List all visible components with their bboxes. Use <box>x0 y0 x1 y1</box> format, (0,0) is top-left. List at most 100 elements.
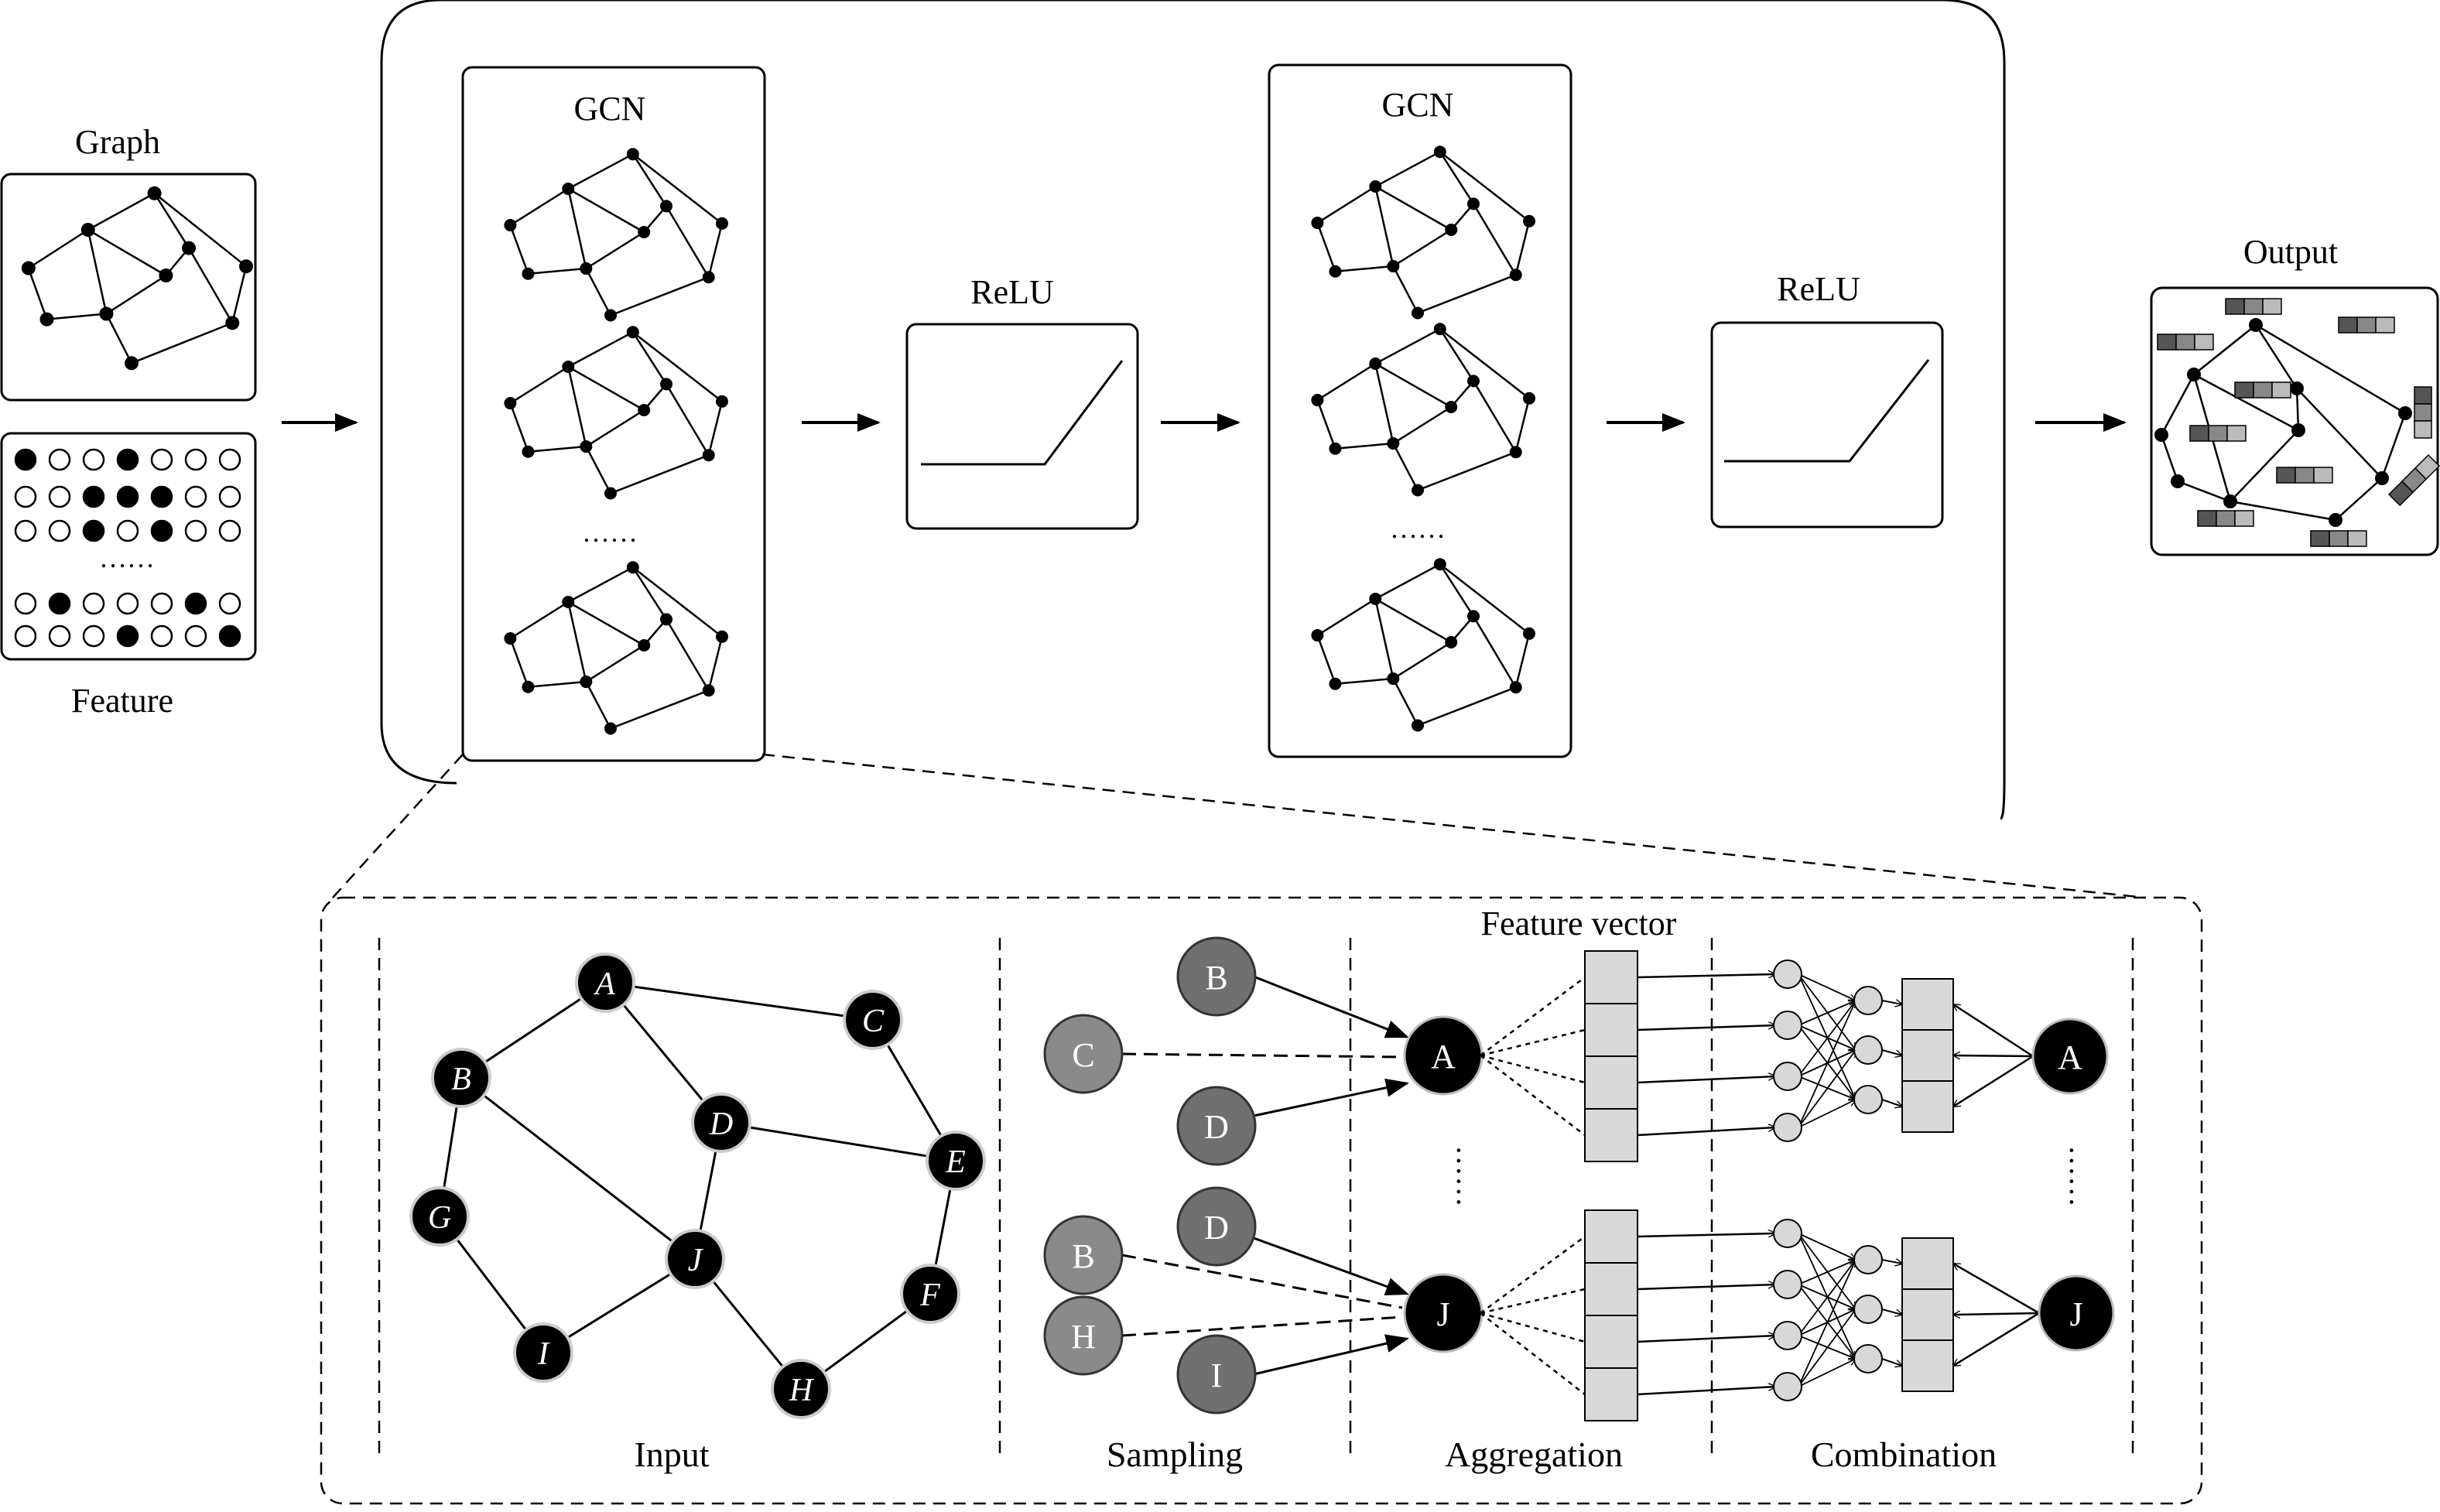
feature-cell-empty <box>14 519 37 542</box>
neuron-link <box>1798 1100 1856 1128</box>
graph-edge <box>1439 563 1530 635</box>
graph-edge <box>1392 405 1452 445</box>
graph-edge <box>707 401 724 456</box>
graph-node <box>638 404 651 416</box>
graph-edge <box>105 313 133 364</box>
svg-text:A: A <box>1431 1038 1456 1076</box>
vector-cell <box>1584 1315 1638 1369</box>
graph-edge <box>1374 598 1395 679</box>
unsampled-edge-C-A <box>1121 1052 1403 1059</box>
feature-cell-empty <box>82 448 105 471</box>
svg-text:C: C <box>1072 1036 1094 1074</box>
graph-edge <box>1374 563 1441 600</box>
vector-cell <box>1901 1288 1954 1341</box>
combined-vector-J <box>1901 1237 1954 1392</box>
input-node-label: I <box>537 1336 550 1372</box>
combine-link <box>1953 1055 2034 1056</box>
graph-edge <box>1439 151 1530 222</box>
graph-edge <box>2160 374 2195 436</box>
output-feature-bar <box>2189 425 2247 442</box>
neuron <box>1773 1372 1802 1401</box>
feature-cell-filled <box>116 448 139 471</box>
neuron-link <box>1798 1260 1856 1336</box>
graph-edge <box>2255 323 2406 415</box>
graph-node <box>1369 357 1382 370</box>
gcn-title-1: GCN <box>574 90 646 128</box>
graph-edge <box>1472 203 1517 275</box>
feature-cell-empty <box>218 592 241 615</box>
graph-edge <box>28 228 89 269</box>
relu-panel-1 <box>905 323 1139 530</box>
input-node-H: H <box>771 1359 831 1419</box>
aggregate-target-A: A <box>1403 1015 1484 1096</box>
graph-edge <box>1316 597 1376 637</box>
graph-edge <box>1335 677 1394 686</box>
aggregate-link <box>1480 976 1586 1057</box>
feature-cell-empty <box>48 519 71 542</box>
graph-node <box>716 630 728 643</box>
graph-edge <box>1472 380 1517 453</box>
graph-node <box>2171 474 2185 488</box>
graph-node <box>1329 265 1342 278</box>
vector-to-neuron <box>1637 1127 1775 1137</box>
graph-node <box>1369 180 1382 193</box>
neuron-to-vector <box>1881 1001 1902 1004</box>
graph-node <box>125 356 139 371</box>
vector-cell <box>1584 1367 1638 1421</box>
graph-edge <box>665 383 710 456</box>
aggregate-link <box>1480 1312 1586 1343</box>
graph-node <box>159 269 173 282</box>
graph-node <box>2154 428 2168 442</box>
graph-edge <box>610 276 710 316</box>
gcn-panel-2 <box>1268 63 1572 758</box>
graph-edge <box>1374 185 1452 231</box>
gcn-title-2: GCN <box>1382 86 1454 124</box>
graph-edge <box>153 192 247 268</box>
neuron-link <box>1798 1050 1856 1128</box>
input-edge-B-J <box>460 1076 696 1261</box>
vector-to-neuron <box>1637 1336 1775 1343</box>
graph-node <box>660 613 672 626</box>
sampled-node-D: D <box>1176 1186 1257 1267</box>
graph-node <box>604 309 617 322</box>
graph-edge <box>585 268 612 316</box>
graph-edge <box>665 618 710 691</box>
graph-edge <box>509 600 569 640</box>
combine-link <box>1953 1004 2034 1058</box>
graph-edge <box>1417 451 1517 491</box>
unsampled-node-B: B <box>1043 1215 1124 1295</box>
graph-node <box>1509 269 1522 282</box>
graph-edge <box>1417 274 1517 314</box>
graph-node <box>716 395 728 408</box>
graph-edge <box>2230 429 2299 502</box>
feature-cell-empty <box>48 485 71 508</box>
input-label: Input <box>634 1435 709 1474</box>
vector-cell <box>1584 1003 1638 1057</box>
gcn-1-dots: …… <box>582 517 638 548</box>
input-node-I: I <box>513 1322 573 1383</box>
graph-edge <box>2177 480 2231 503</box>
feature-vector-J <box>1584 1209 1638 1421</box>
graph-edge <box>1439 328 1530 399</box>
vector-to-neuron <box>1637 974 1775 979</box>
vector-to-neuron <box>1637 1025 1775 1031</box>
graph-node <box>1523 627 1535 640</box>
feature-cell-empty <box>150 624 173 648</box>
graph-edge <box>1374 362 1452 409</box>
neuron-link <box>1798 1233 1856 1260</box>
graph-node <box>522 445 535 458</box>
graph-node <box>2290 381 2304 395</box>
graph-node <box>638 639 651 652</box>
graph-node <box>21 261 36 275</box>
feature-cell-empty <box>48 624 71 648</box>
feature-cell-filled <box>82 485 105 508</box>
graph-node <box>182 241 196 255</box>
graph-node <box>1329 677 1342 690</box>
input-node-label: F <box>919 1278 940 1313</box>
input-node-D: D <box>691 1093 751 1153</box>
graph-edge <box>1392 443 1419 491</box>
neuron-link <box>1798 1001 1856 1128</box>
graph-panel <box>0 173 257 402</box>
graph-node <box>1445 401 1458 413</box>
vector-cell <box>1901 1080 1954 1133</box>
